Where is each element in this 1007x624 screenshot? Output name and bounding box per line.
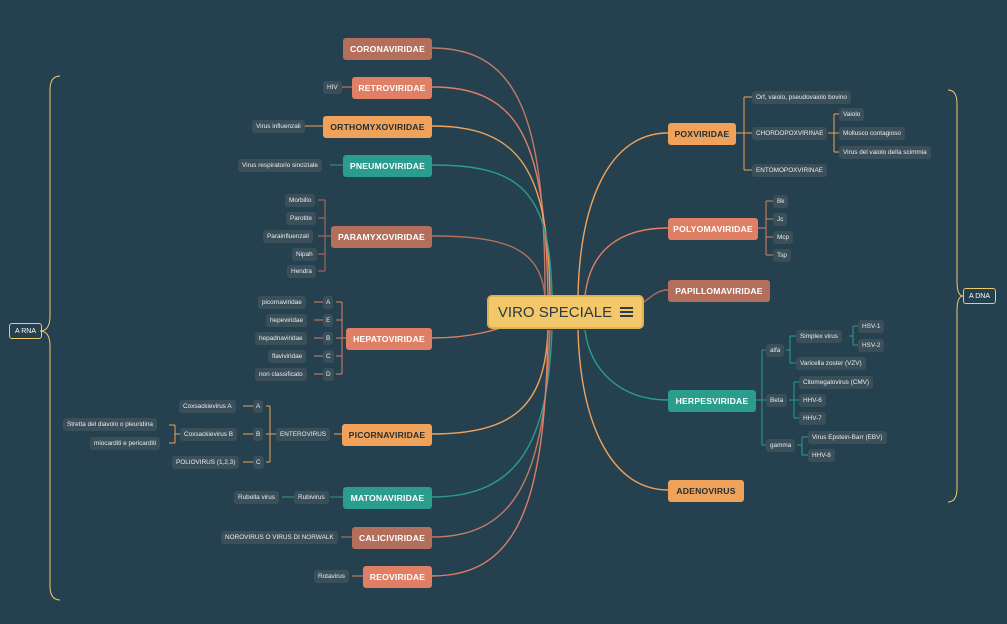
topic-papillomaviridae[interactable]: PAPILLOMAVIRIDAE	[668, 280, 770, 302]
leaf-entomopoxvirinae[interactable]: ENTOMOPOXVIRINAE	[752, 164, 827, 177]
leaf-simplex-virus[interactable]: Simplex virus	[796, 330, 842, 343]
tag-hepatitis-b[interactable]: B	[323, 332, 334, 345]
topic-polyomaviridae[interactable]: POLYOMAVIRIDAE	[668, 218, 758, 240]
leaf-mcp[interactable]: Mcp	[773, 231, 794, 244]
leaf-rotavirus[interactable]: Rotavirus	[314, 570, 349, 583]
leaf-hepeviridae[interactable]: hepeviridae	[266, 314, 308, 327]
topic-caliciviridae[interactable]: CALICIVIRIDAE	[352, 527, 432, 549]
tag-coxsackie-b[interactable]: B	[253, 428, 264, 441]
leaf-coxsackievirus-b[interactable]: Coxsackievirus B	[180, 428, 238, 441]
tag-hepatitis-e[interactable]: E	[323, 314, 334, 327]
tag-hepatitis-a[interactable]: A	[323, 296, 334, 309]
topic-orthomyxoviridae[interactable]: ORTHOMYXOVIRIDAE	[323, 116, 432, 138]
leaf-stretta-del-diavolo[interactable]: Stretta del diavolo o pleuridina	[63, 418, 157, 431]
topic-reoviridae[interactable]: REOVIRIDAE	[363, 566, 432, 588]
topic-herpesviridae[interactable]: HERPESVIRIDAE	[668, 390, 756, 412]
leaf-picornaviridae[interactable]: picornaviridae	[258, 296, 306, 309]
leaf-morbillo[interactable]: Morbillo	[285, 194, 316, 207]
leaf-norovirus[interactable]: NOROVIRUS O VIRUS DI NORWALK	[221, 531, 338, 544]
leaf-vaiolo-scimmia[interactable]: Virus del vaiolo della scimmia	[839, 146, 931, 159]
leaf-parainfluenzali[interactable]: Parainfluenzali	[263, 230, 313, 243]
leaf-epstein-barr[interactable]: Virus Epstein-Barr (EBV)	[808, 431, 887, 444]
leaf-hiv[interactable]: HIV	[323, 81, 342, 94]
side-label-rna[interactable]: A RNA	[9, 323, 43, 339]
leaf-hhv-6[interactable]: HHV-6	[799, 394, 826, 407]
topic-matonaviridae[interactable]: MATONAVIRIDAE	[343, 487, 432, 509]
leaf-miocarditi[interactable]: miocarditi e pericarditi	[90, 437, 161, 450]
leaf-coxsackievirus-a[interactable]: Coxsackievirus A	[179, 400, 236, 413]
leaf-alfa[interactable]: alfa	[766, 344, 785, 357]
leaf-mollusco-contagioso[interactable]: Mollusco contagioso	[839, 127, 905, 140]
leaf-beta[interactable]: Beta	[766, 394, 788, 407]
topic-coronaviridae[interactable]: CORONAVIRIDAE	[343, 38, 432, 60]
leaf-enterovirus[interactable]: ENTEROVIRUS	[276, 428, 331, 441]
topic-paramyxoviridae[interactable]: PARAMYXOVIRIDAE	[331, 226, 432, 248]
leaf-virus-respiratorio-sinciziale[interactable]: Virus respiratorio sinciziale	[238, 159, 322, 172]
leaf-nipah[interactable]: Nipah	[292, 248, 317, 261]
tag-coxsackie-a[interactable]: A	[253, 400, 264, 413]
leaf-varicella-zoster[interactable]: Varicella zoster (VZV)	[796, 357, 866, 370]
central-topic-label: VIRO SPECIALE	[497, 303, 613, 321]
leaf-rubella-virus[interactable]: Rubella virus	[234, 491, 279, 504]
tag-hepatitis-d[interactable]: D	[323, 368, 334, 381]
leaf-rubivirus[interactable]: Rubivirus	[294, 491, 329, 504]
leaf-hsv-1[interactable]: HSV-1	[858, 320, 885, 333]
leaf-tsp[interactable]: Tsp	[773, 249, 791, 262]
leaf-chordopoxvirinae[interactable]: CHORDOPOXVIRINAE	[752, 127, 828, 140]
central-topic[interactable]: VIRO SPECIALE	[487, 295, 644, 329]
leaf-virus-influenzali[interactable]: Virus influenzali	[252, 120, 305, 133]
side-label-dna[interactable]: A DNA	[963, 288, 997, 304]
leaf-parotite[interactable]: Parotite	[286, 212, 317, 225]
topic-poxviridae[interactable]: POXVIRIDAE	[668, 123, 736, 145]
topic-picornaviridae[interactable]: PICORNAVIRIDAE	[342, 424, 432, 446]
leaf-poliovirus[interactable]: POLIOVIRUS (1,2,3)	[172, 456, 240, 469]
leaf-jc[interactable]: Jc	[773, 213, 788, 226]
leaf-vaiolo[interactable]: Vaiolo	[839, 108, 865, 121]
topic-pneumoviridae[interactable]: PNEUMOVIRIDAE	[343, 155, 432, 177]
leaf-hendra[interactable]: Hendra	[287, 265, 316, 278]
topic-adenovirus[interactable]: ADENOVIRUS	[668, 480, 744, 502]
leaf-non-classificato[interactable]: non classificato	[255, 368, 307, 381]
leaf-hepadnaviridae[interactable]: hepadnaviridae	[255, 332, 307, 345]
leaf-gamma[interactable]: gamma	[766, 439, 796, 452]
topic-retroviridae[interactable]: RETROVIRIDAE	[352, 77, 432, 99]
tag-poliovirus-c[interactable]: C	[253, 456, 264, 469]
leaf-bk[interactable]: Bk	[773, 195, 789, 208]
leaf-hhv-7[interactable]: HHV-7	[799, 412, 826, 425]
leaf-flaviviridae[interactable]: flaviviridae	[268, 350, 307, 363]
topic-hepatoviridae[interactable]: HEPATOVIRIDAE	[346, 328, 432, 350]
notes-icon	[620, 305, 634, 320]
leaf-hsv-2[interactable]: HSV-2	[858, 339, 885, 352]
leaf-orf-vaiolo[interactable]: Orf, vaiolo, pseudovaiolo bovino	[752, 91, 851, 104]
leaf-citomegalovirus[interactable]: Citomegalovirus (CMV)	[799, 376, 874, 389]
tag-hepatitis-c[interactable]: C	[323, 350, 334, 363]
leaf-hhv-8[interactable]: HHV-8	[808, 449, 835, 462]
